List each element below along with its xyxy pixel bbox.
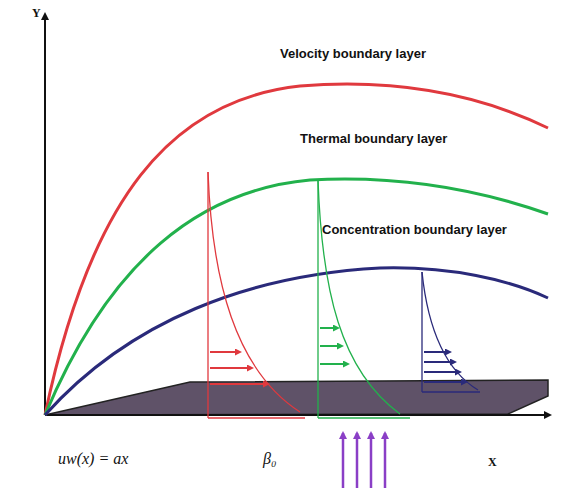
velocity-curve	[45, 84, 548, 415]
concentration-curve	[45, 268, 548, 415]
y-axis	[44, 14, 46, 415]
axis-label: X	[488, 455, 497, 470]
layer-label: Velocity boundary layer	[280, 46, 426, 61]
axis-label: Y	[32, 6, 41, 21]
magnetic-field-label: β₀	[263, 450, 277, 468]
wall-velocity-label: uw(x) = ax	[58, 450, 128, 468]
magnetic-field-arrows	[343, 433, 385, 488]
thermal-profile	[318, 180, 410, 418]
layer-label: Thermal boundary layer	[300, 131, 447, 146]
velocity-profile	[208, 172, 305, 418]
concentration-profile	[422, 272, 480, 392]
x-axis	[45, 414, 550, 416]
layer-label: Concentration boundary layer	[322, 222, 507, 237]
thermal-curve	[45, 179, 548, 415]
